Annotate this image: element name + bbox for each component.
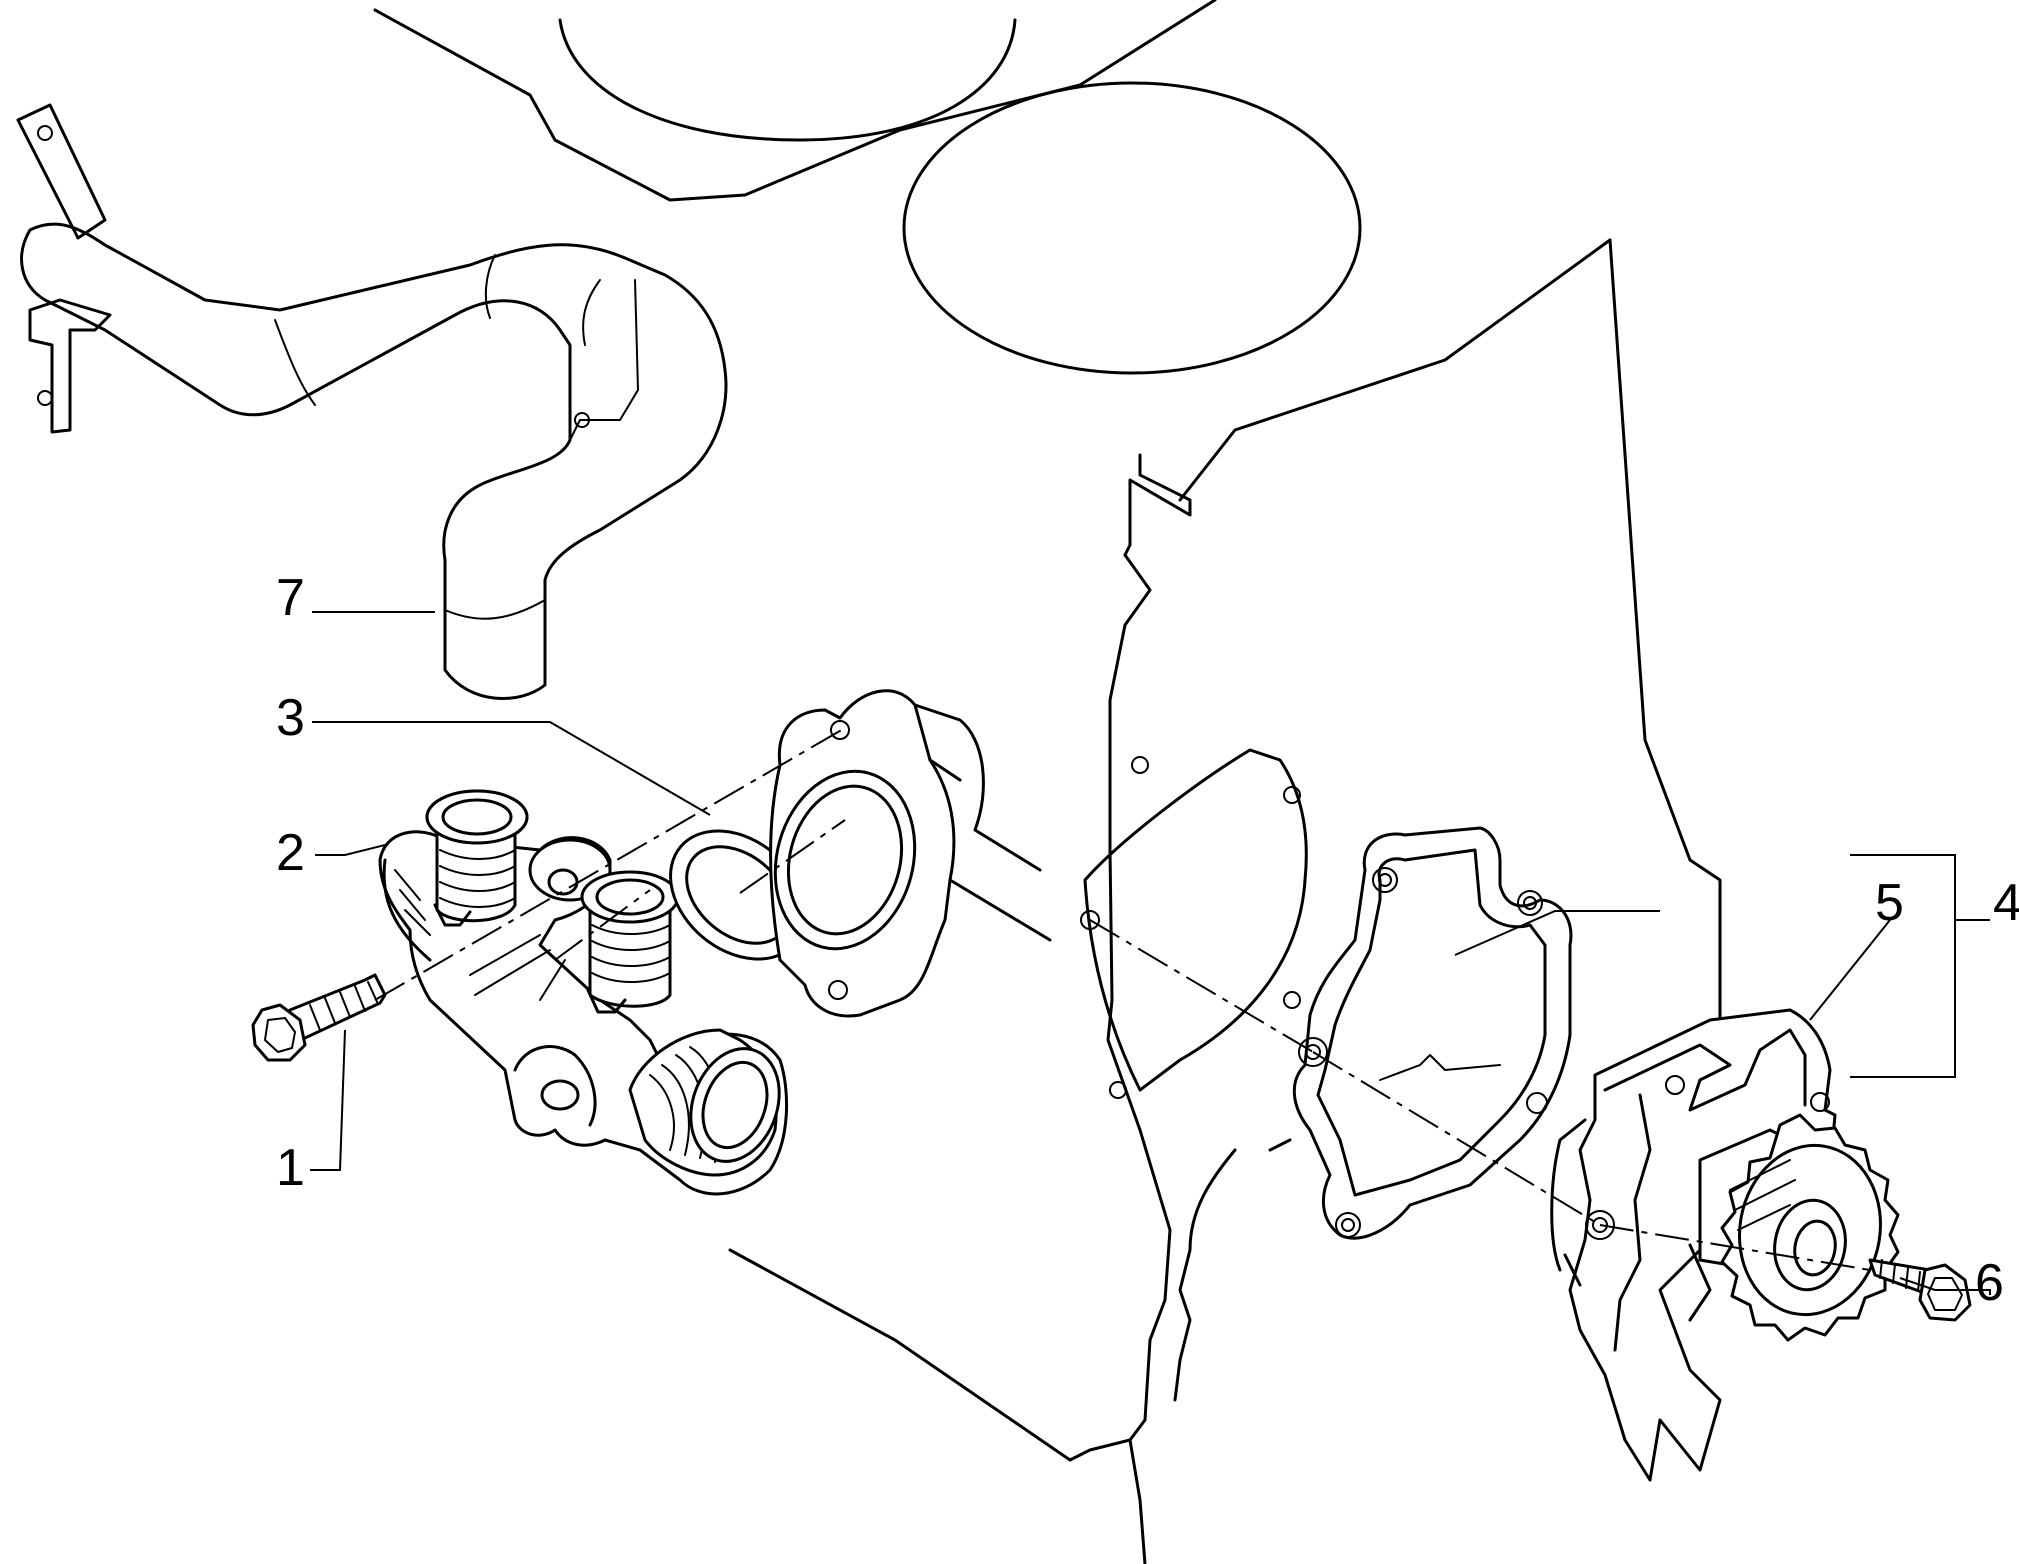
callout-2: 2: [276, 824, 305, 882]
leader-lines: [310, 611, 1991, 1295]
pump-bolt: [1868, 1258, 1972, 1322]
housing-bolt: [251, 973, 387, 1062]
callout-3: 3: [276, 689, 305, 747]
callout-5: 5: [1875, 874, 1904, 932]
callout-6: 6: [1975, 1254, 2004, 1312]
pump-gasket: [1292, 826, 1573, 1240]
callout-4: 4: [1993, 874, 2019, 932]
callout-1: 1: [276, 1139, 305, 1197]
thermostat-housing: [378, 789, 788, 1196]
coolant-hose: [16, 103, 728, 700]
water-pump: [1550, 1008, 1900, 1482]
engine-block: [373, 0, 1722, 1564]
assembly-axis-lines: [374, 727, 1871, 1271]
callout-labels: 7 3 2 1 5 4 6: [276, 569, 2019, 1312]
block-flange: [769, 689, 1052, 1018]
callout-7: 7: [276, 569, 305, 627]
